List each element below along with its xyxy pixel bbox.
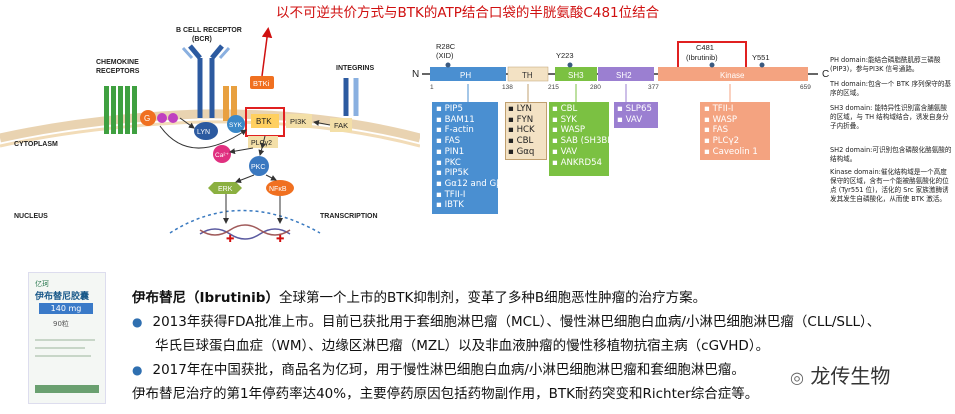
drug-box-qty: 90粒: [53, 320, 69, 328]
watermark: ◎ 龙传生物: [790, 364, 891, 388]
transcription-marks-icon: ✚ ✚: [226, 234, 284, 245]
node-btki: [250, 76, 274, 89]
svg-text:Y551: Y551: [752, 53, 770, 62]
domain-kinase: [658, 67, 808, 81]
svg-text:PH: PH: [460, 71, 471, 80]
point-1-line-2: 华氏巨球蛋白血症（WM）、边缘区淋巴瘤（MZL）以及非血液肿瘤的慢性移植物抗宿主…: [155, 338, 770, 354]
svg-text:C: C: [822, 69, 829, 80]
node-ca: [213, 145, 231, 163]
svg-text:PKC: PKC: [251, 164, 265, 171]
drug-desc: 全球第一个上市的BTK抑制剂，变革了多种B细胞恶性肿瘤的治疗方案。: [278, 290, 707, 306]
drug-box-name: 伊布替尼胶囊: [35, 292, 90, 302]
svg-text:(BCR): (BCR): [192, 36, 212, 43]
dna-icon: [199, 228, 291, 240]
node-erk: [208, 182, 242, 194]
bullet-dot-icon: ●: [132, 363, 143, 377]
svg-text:280: 280: [590, 84, 601, 90]
svg-text:FAK: FAK: [334, 121, 348, 130]
node-pkc: [249, 156, 269, 176]
svg-text:SYK: SYK: [229, 122, 243, 129]
wechat-icon: ◎: [790, 368, 804, 387]
node-btk: [251, 114, 279, 128]
node-g: [140, 110, 156, 126]
bcr-receptor-icon: [181, 44, 231, 118]
svg-text:✚: ✚: [276, 234, 284, 245]
svg-text:TH: TH: [522, 71, 533, 80]
bullet-dot-icon: ●: [132, 315, 143, 329]
svg-text:RECEPTORS: RECEPTORS: [96, 68, 140, 75]
ph-partners-list: PIP5 BAM11 F-actin FAS PIN1 PKC PIP5K Gα…: [436, 104, 507, 211]
legend-sh3: SH3 domain: 能特异性识别富含脯氨酸的区域，与 TH 结构域结合，诱发…: [830, 104, 949, 130]
svg-text:(XID): (XID): [436, 51, 454, 60]
svg-text:Ca²⁺: Ca²⁺: [215, 152, 229, 159]
kinase-partners-list: TFII-I WASP FAS PLCγ2 Caveolin 1: [704, 104, 758, 158]
sh3-partners-list: CBL SYK WASP SAB (SH3BP5) VAV ANKRD54: [552, 104, 622, 168]
svg-text:Y223: Y223: [556, 51, 574, 60]
nucleus-label: NUCLEUS: [14, 213, 48, 220]
point-2-line-1: ●2017年在中国获批，商品名为亿珂，用于慢性淋巴细胞白血病/小淋巴细胞淋巴瘤和…: [132, 362, 745, 378]
svg-text:BTK: BTK: [256, 117, 272, 126]
domain-sh3: [555, 67, 597, 81]
svg-text:LYN: LYN: [197, 129, 210, 136]
transcription-label: TRANSCRIPTION: [320, 213, 378, 220]
svg-text:(Ibrutinib): (Ibrutinib): [686, 53, 718, 62]
svg-text:ERK: ERK: [218, 186, 233, 193]
point-2-line-2: 伊布替尼治疗的第1年停药率达40%，主要停药原因包括药物副作用，BTK耐药突变和…: [132, 386, 759, 402]
svg-text:1: 1: [430, 84, 434, 90]
point-1-line-1: ●2013年获得FDA批准上市。目前已获批用于套细胞淋巴瘤（MCL）、慢性淋巴细…: [132, 314, 881, 330]
domain-th: [507, 66, 549, 82]
bcr-title: B CELL RECEPTOR: [176, 27, 242, 34]
node-pi3k: [286, 114, 312, 128]
svg-text:138: 138: [502, 84, 513, 90]
svg-text:377: 377: [648, 84, 659, 90]
drug-box-image: 亿珂 伊布替尼胶囊 140 mg 90粒: [28, 272, 106, 404]
svg-text:PLCγ2: PLCγ2: [251, 140, 272, 147]
legend-ph: PH domain:能结合磷脂酰肌醇三磷酸(PIP3)，参与PI3K 信号通路。: [830, 56, 941, 73]
svg-text:SH3: SH3: [568, 71, 584, 80]
svg-text:SH2: SH2: [616, 71, 632, 80]
nuclear-envelope: [169, 209, 321, 234]
svg-text:R28C: R28C: [436, 42, 456, 51]
signaling-pathway-diagram: ✚ ✚ G BTKi LYN SYK BTK PI3K F: [0, 27, 420, 245]
svg-text:Kinase: Kinase: [720, 71, 745, 80]
drug-title: 伊布替尼（Ibrutinib）: [132, 290, 279, 306]
legend-kinase: Kinase domain:催化结构域是一个高度保守的区域，含有一个能被酪氨酸化…: [830, 168, 949, 203]
node-fak: [330, 118, 352, 132]
legend-th: TH domain:包含一个 BTK 序列保守的基序的区域。: [830, 80, 952, 97]
chemokine-receptor-icon: [104, 86, 137, 134]
node-nfkb: [266, 180, 294, 196]
svg-text:G: G: [144, 114, 150, 123]
integrin-receptor-icon: [343, 78, 359, 116]
integrins-title: INTEGRINS: [336, 65, 374, 72]
svg-text:PI3K: PI3K: [290, 117, 306, 126]
svg-text:NFκB: NFκB: [269, 186, 287, 193]
legend-sh2: SH2 domain:可识别包含磷酸化酪氨酸的结构域。: [830, 146, 952, 163]
node-lyn: [194, 122, 218, 140]
svg-text:N: N: [412, 69, 419, 80]
chemokine-title: CHEMOKINE: [96, 59, 139, 66]
drug-box-dose: 140 mg: [39, 303, 93, 314]
svg-text:215: 215: [548, 84, 559, 90]
svg-text:✚: ✚: [226, 234, 234, 245]
drug-intro: 伊布替尼（Ibrutinib）全球第一个上市的BTK抑制剂，变革了多种B细胞恶性…: [132, 286, 706, 306]
cytoplasm-label: CYTOPLASM: [14, 141, 58, 148]
th-partners-list: LYN FYN HCK CBL Gαq: [508, 104, 535, 158]
drug-box-brand: 亿珂: [35, 280, 49, 288]
svg-text:659: 659: [800, 84, 811, 90]
svg-text:C481: C481: [696, 43, 714, 52]
sh2-partners-list: SLP65 VAV: [617, 104, 652, 125]
svg-text:BTKi: BTKi: [253, 79, 270, 88]
domain-ph: [430, 67, 506, 81]
btk-domain-map: N C PH TH SH3 SH2 Kinase R28C (XID) Y223…: [412, 41, 829, 90]
node-syk: [227, 115, 245, 133]
headline: 以不可逆共价方式与BTK的ATP结合口袋的半胱氨酸C481位结合: [276, 5, 660, 21]
partner-connectors: [467, 84, 731, 102]
domain-sh2: [598, 67, 654, 81]
